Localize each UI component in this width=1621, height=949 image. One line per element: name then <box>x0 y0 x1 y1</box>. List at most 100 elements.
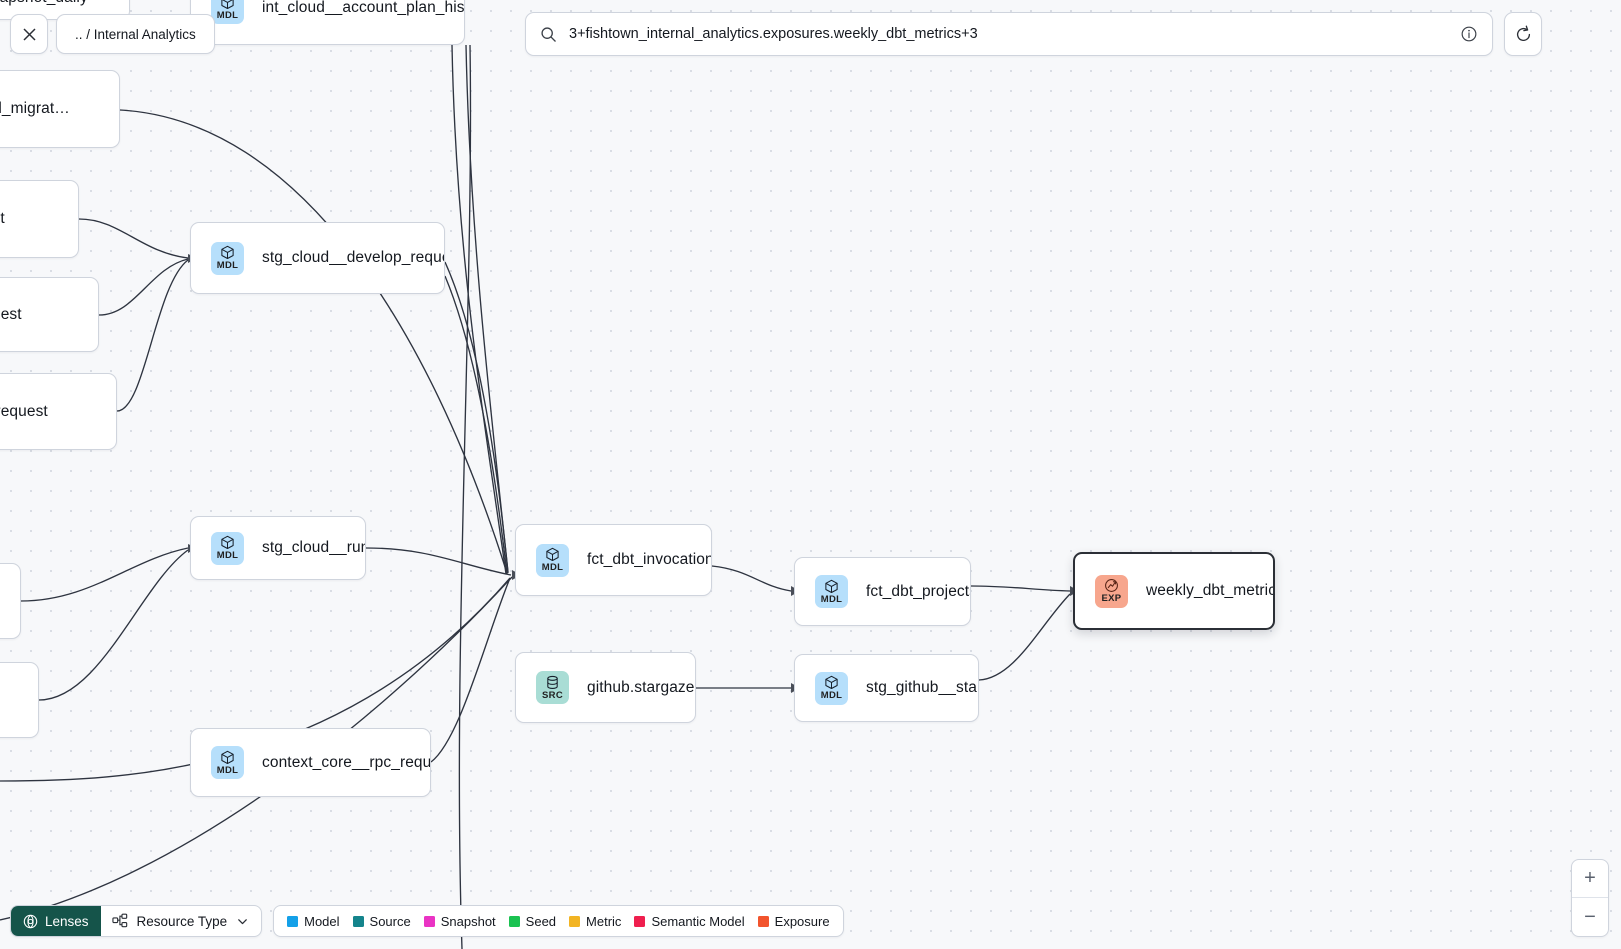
legend-swatch <box>423 915 435 927</box>
node-type-badge-mdl: MDL <box>211 0 244 24</box>
node-label: weekly_dbt_metrics <box>1146 582 1275 599</box>
close-icon <box>22 27 36 41</box>
legend-item[interactable]: Seed <box>508 913 557 929</box>
legend-swatch <box>757 915 769 927</box>
resource-type-button[interactable]: Resource Type <box>101 906 262 936</box>
legend-label: Model <box>304 913 340 929</box>
lineage-node[interactable]: _develop_request <box>0 373 117 450</box>
cube-icon <box>220 0 235 10</box>
lineage-node[interactable]: _run <box>0 662 39 738</box>
lineage-node[interactable]: MDL stg_github__stars <box>794 654 979 722</box>
legend-label: Seed <box>525 913 557 929</box>
lineage-node[interactable]: n <box>0 563 21 639</box>
cube-icon <box>220 245 235 260</box>
search-input[interactable] <box>569 26 1460 42</box>
legend-item[interactable]: Model <box>287 913 340 929</box>
lenses-group: Lenses Resource Type <box>10 905 263 937</box>
refresh-button[interactable] <box>1504 12 1542 56</box>
cube-icon <box>824 579 839 594</box>
search-icon <box>540 26 557 43</box>
resource-type-icon <box>111 913 127 928</box>
node-label: snapshot_daily <box>0 0 88 7</box>
node-label: multicell_migrat… <box>0 100 70 117</box>
node-label: fct_dbt_projects <box>866 582 971 600</box>
cube-icon <box>545 547 560 562</box>
lenses-label: Lenses <box>45 913 89 929</box>
lineage-node[interactable]: MDL stg_cloud__develop_requests <box>190 222 445 294</box>
legend-item[interactable]: Snapshot <box>423 913 496 929</box>
legend-swatch <box>352 915 364 927</box>
node-type-code: MDL <box>216 764 239 776</box>
legend-label: Source <box>369 913 411 929</box>
breadcrumb[interactable]: .. / Internal Analytics <box>56 14 215 54</box>
lineage-node[interactable]: multicell_migrat… <box>0 70 120 148</box>
node-label: context_core__rpc_request <box>262 753 431 771</box>
legend-item[interactable]: Exposure <box>757 913 830 929</box>
node-type-code: MDL <box>216 550 239 562</box>
lineage-node[interactable]: SRC github.stargazers <box>515 652 696 723</box>
node-label: _develop_request <box>0 402 48 420</box>
legend-label: Semantic Model <box>651 913 745 929</box>
node-label: stg_github__stars <box>866 679 979 696</box>
cube-icon <box>824 675 839 690</box>
node-label: fct_dbt_invocations <box>587 551 712 568</box>
legend-label: Snapshot <box>440 913 496 929</box>
cube-icon <box>220 750 235 765</box>
lineage-node[interactable]: MDL fct_dbt_invocations <box>515 524 712 596</box>
breadcrumb-label: .. / Internal Analytics <box>75 26 196 42</box>
resource-type-legend: Model Source Snapshot Seed Metric Semantic Mo… <box>273 905 844 937</box>
lineage-node[interactable]: MDL context_core__rpc_request <box>190 728 431 797</box>
close-button[interactable] <box>10 14 48 54</box>
lenses-button[interactable]: Lenses <box>11 906 101 936</box>
node-type-code: MDL <box>820 593 843 605</box>
legend-swatch <box>287 915 299 927</box>
cube-icon <box>220 535 235 550</box>
lineage-node[interactable]: EXP weekly_dbt_metrics <box>1073 552 1275 630</box>
node-label: github.stargazers <box>587 678 696 696</box>
legend-label: Exposure <box>774 913 830 929</box>
node-type-badge-mdl: MDL <box>211 531 244 565</box>
node-type-code: SRC <box>542 689 563 701</box>
lineage-node[interactable]: p_request <box>0 180 79 258</box>
node-label: velop_request <box>0 305 22 323</box>
zoom-out-button[interactable]: − <box>1584 905 1596 928</box>
chevron-down-icon <box>238 918 247 924</box>
resource-type-label: Resource Type <box>136 913 228 929</box>
lineage-node[interactable]: MDL fct_dbt_projects <box>794 557 971 626</box>
node-type-code: EXP <box>1101 593 1122 605</box>
node-label: p_request <box>0 210 5 227</box>
node-label: stg_cloud__develop_requests <box>262 249 444 266</box>
lineage-search-bar[interactable] <box>525 12 1493 56</box>
node-type-badge-src: SRC <box>536 671 569 704</box>
node-type-badge-exp: EXP <box>1095 574 1128 608</box>
legend-item[interactable]: Semantic Model <box>634 913 745 929</box>
lineage-node[interactable]: velop_request <box>0 277 99 352</box>
node-type-badge-mdl: MDL <box>211 241 244 275</box>
lens-icon <box>23 914 38 928</box>
legend-swatch <box>569 915 581 927</box>
node-type-code: MDL <box>216 9 239 21</box>
lineage-node[interactable]: MDL int_cloud__account_plan_history <box>190 0 465 45</box>
node-type-badge-mdl: MDL <box>815 671 848 705</box>
node-type-badge-mdl: MDL <box>536 543 569 577</box>
node-type-badge-mdl: MDL <box>815 575 848 608</box>
info-icon[interactable] <box>1460 25 1478 43</box>
node-type-code: MDL <box>541 562 564 574</box>
database-icon <box>545 675 560 690</box>
node-label: int_cloud__account_plan_history <box>262 0 465 16</box>
legend-item[interactable]: Metric <box>569 914 621 929</box>
node-type-badge-mdl: MDL <box>211 746 244 779</box>
legend-swatch <box>634 915 646 927</box>
zoom-in-button[interactable]: + <box>1572 860 1608 898</box>
legend-item[interactable]: Source <box>352 913 411 929</box>
refresh-icon <box>1516 25 1530 41</box>
analytics-icon <box>1104 578 1119 593</box>
node-type-code: MDL <box>820 690 843 702</box>
legend-swatch <box>508 915 520 927</box>
legend-label: Metric <box>586 913 622 929</box>
node-type-code: MDL <box>216 260 239 272</box>
lineage-node[interactable]: MDL stg_cloud__runs <box>190 516 366 580</box>
node-label: stg_cloud__runs <box>262 539 366 556</box>
